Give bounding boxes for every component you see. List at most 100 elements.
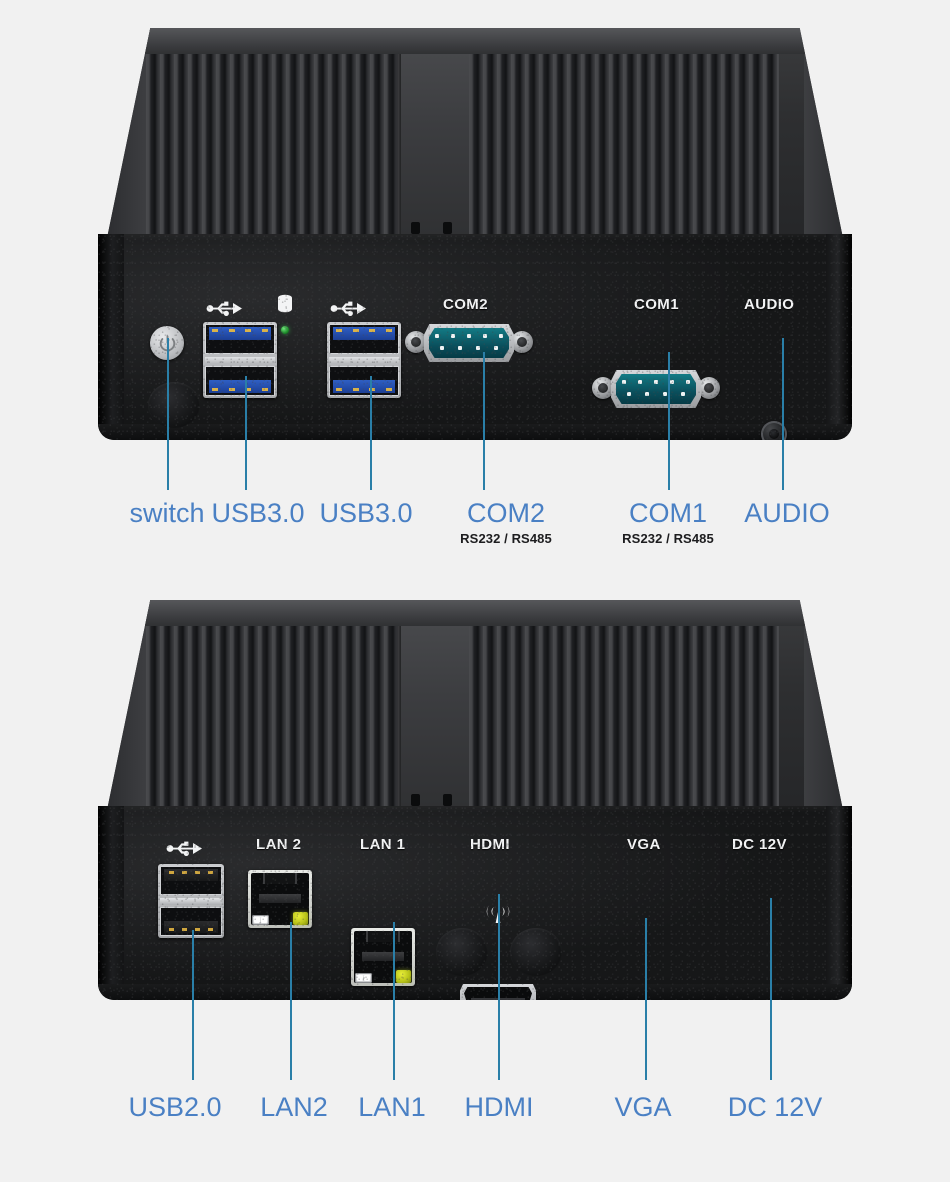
- leader-com1: [668, 352, 670, 490]
- usb3-pair-right[interactable]: [327, 322, 401, 398]
- leader-com2: [483, 352, 485, 490]
- rear-face-panel: LAN 2 LAN 1 HDMI VGA DC 12V: [98, 806, 852, 1000]
- hdd-led: [281, 326, 289, 334]
- callout-lan1: LAN1: [358, 1092, 426, 1123]
- callout-sublabel: RS232 / RS485: [622, 531, 714, 546]
- leader-lan2: [290, 922, 292, 1080]
- usb3-port[interactable]: [205, 324, 275, 354]
- leader-switch: [167, 338, 169, 490]
- heatsink-top: [106, 600, 844, 815]
- heatsink-top-edge: [106, 28, 844, 54]
- callout-label: LAN2: [260, 1092, 328, 1122]
- vga-silk: VGA: [627, 836, 661, 853]
- callout-label: AUDIO: [744, 498, 830, 528]
- callout-label: USB2.0: [128, 1092, 222, 1122]
- hdd-icon: [276, 294, 294, 321]
- callout-label: LAN1: [358, 1092, 426, 1122]
- callout-dc12v: DC 12V: [728, 1092, 823, 1123]
- antenna-plug-3: [510, 928, 562, 976]
- heatsink-bevel-left: [106, 600, 146, 815]
- callout-usb30-1: USB3.0: [211, 498, 304, 529]
- heatsink-fins-left: [146, 600, 401, 815]
- usb3-port[interactable]: [329, 366, 399, 396]
- heatsink-top-edge: [106, 600, 844, 626]
- leader-usb20: [192, 930, 194, 1080]
- callout-label: HDMI: [464, 1092, 534, 1122]
- callout-label: USB3.0: [211, 498, 305, 528]
- callout-com2: COM2 RS232 / RS485: [460, 498, 552, 546]
- lan-activity-led: [293, 912, 308, 925]
- usb3-port[interactable]: [329, 324, 399, 354]
- chassis-edge-right: [826, 806, 852, 1000]
- com1-port[interactable]: [592, 366, 720, 412]
- callout-label: switch: [129, 498, 205, 528]
- callout-hdmi: HDMI: [465, 1092, 534, 1123]
- callout-label: DC 12V: [727, 1092, 823, 1122]
- lan-link-led: [252, 915, 269, 925]
- chassis-edge-right: [826, 234, 852, 440]
- com2-port[interactable]: [405, 320, 533, 366]
- leader-hdmi: [498, 894, 500, 1080]
- lan2-port[interactable]: [248, 870, 312, 928]
- leader-usb30-1: [245, 376, 247, 490]
- chassis-edge-left: [98, 806, 124, 1000]
- db9-shell: [424, 324, 514, 362]
- usb-icon: [330, 300, 368, 322]
- heatsink-bevel-left: [106, 28, 146, 243]
- callout-vga: VGA: [614, 1092, 671, 1123]
- heatsink-top: [106, 28, 844, 243]
- dc12v-silk: DC 12V: [732, 836, 787, 853]
- leader-lan1: [393, 922, 395, 1080]
- callout-label: VGA: [614, 1092, 672, 1122]
- lan-activity-led: [396, 970, 411, 983]
- callout-label: USB3.0: [319, 498, 413, 528]
- leader-usb30-2: [370, 376, 372, 490]
- db9-screw: [405, 331, 427, 353]
- usb2-pair[interactable]: [158, 864, 224, 938]
- front-face-panel: COM2 COM1 AUDIO: [98, 234, 852, 440]
- db9-screw: [592, 377, 614, 399]
- usb3-pair-left[interactable]: [203, 322, 277, 398]
- usb-icon: [166, 840, 204, 862]
- heatsink-center-block: [401, 600, 469, 815]
- heatsink-fins-right: [469, 28, 779, 243]
- antenna-plug-1: [148, 382, 200, 428]
- hdmi-silk: HDMI: [470, 836, 510, 853]
- rj45-cavity: [251, 873, 309, 925]
- db9-inner: [616, 374, 696, 404]
- usb2-port[interactable]: [160, 907, 222, 936]
- leader-vga: [645, 918, 647, 1080]
- leader-audio: [782, 338, 784, 490]
- callout-switch: switch: [129, 498, 204, 529]
- db9-inner: [429, 328, 509, 358]
- callout-audio: AUDIO: [744, 498, 830, 529]
- callout-label: COM2: [466, 498, 546, 528]
- lan1-silk: LAN 1: [360, 836, 406, 853]
- callout-usb20: USB2.0: [128, 1092, 221, 1123]
- db9-screw: [698, 377, 720, 399]
- usb-icon: [206, 300, 244, 322]
- lan2-silk: LAN 2: [256, 836, 302, 853]
- heatsink-bevel-right: [804, 28, 844, 243]
- chassis-bottom-lip: [98, 984, 852, 1000]
- chassis-bottom-lip: [98, 424, 852, 440]
- device-front-view: COM2 COM1 AUDIO: [98, 28, 852, 440]
- lan-link-led: [355, 973, 372, 983]
- heatsink-fins-right: [469, 600, 779, 815]
- usb3-divider: [329, 356, 399, 364]
- audio-silk: AUDIO: [744, 296, 795, 313]
- com1-silk: COM1: [634, 296, 679, 313]
- db9-screw: [511, 331, 533, 353]
- heatsink-fins-left: [146, 28, 401, 243]
- usb2-port[interactable]: [160, 866, 222, 895]
- leader-dc12v: [770, 898, 772, 1080]
- com2-silk: COM2: [443, 296, 488, 313]
- heatsink-center-block: [401, 28, 469, 243]
- usb3-divider: [205, 356, 275, 364]
- rj45-cavity: [354, 931, 412, 983]
- lan1-port[interactable]: [351, 928, 415, 986]
- db9-shell: [611, 370, 701, 408]
- usb3-port[interactable]: [205, 366, 275, 396]
- callout-com1: COM1 RS232 / RS485: [622, 498, 714, 546]
